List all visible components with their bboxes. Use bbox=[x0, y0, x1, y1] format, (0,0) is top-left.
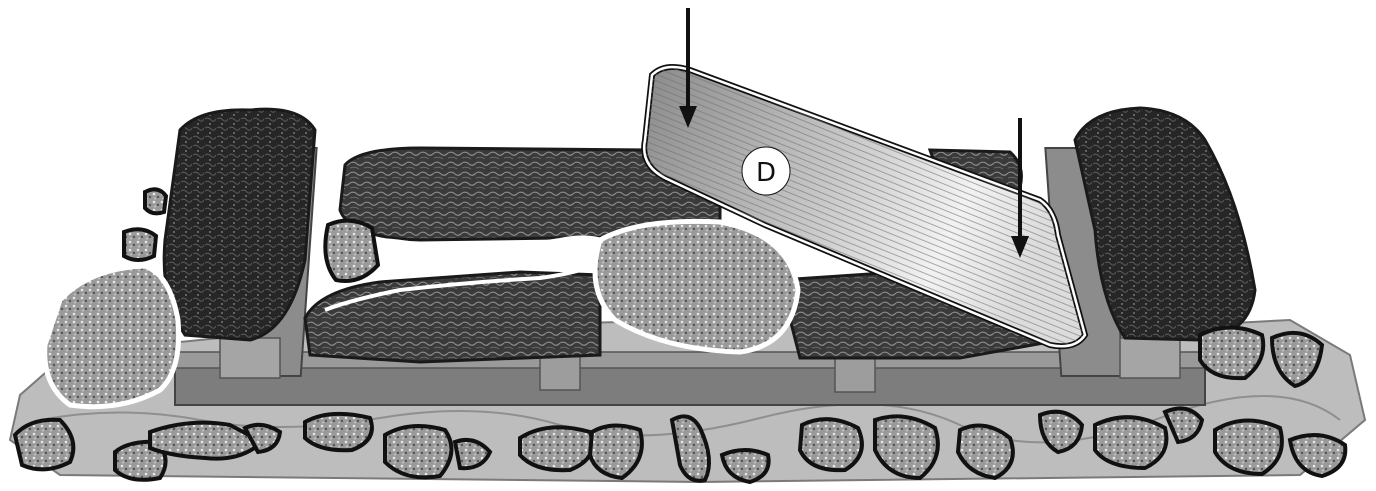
callout-circle-icon: D bbox=[742, 147, 790, 195]
callout-label: D bbox=[756, 158, 776, 188]
rock bbox=[800, 419, 862, 470]
rock bbox=[145, 189, 166, 213]
rock bbox=[305, 414, 372, 450]
left-ember-rock bbox=[45, 266, 179, 407]
rock bbox=[1095, 417, 1166, 468]
rock bbox=[520, 427, 593, 470]
rock bbox=[1215, 420, 1282, 474]
rock bbox=[1200, 328, 1263, 379]
rock bbox=[15, 420, 73, 470]
rock bbox=[124, 229, 156, 260]
rock bbox=[385, 426, 451, 477]
rock bbox=[325, 221, 378, 281]
